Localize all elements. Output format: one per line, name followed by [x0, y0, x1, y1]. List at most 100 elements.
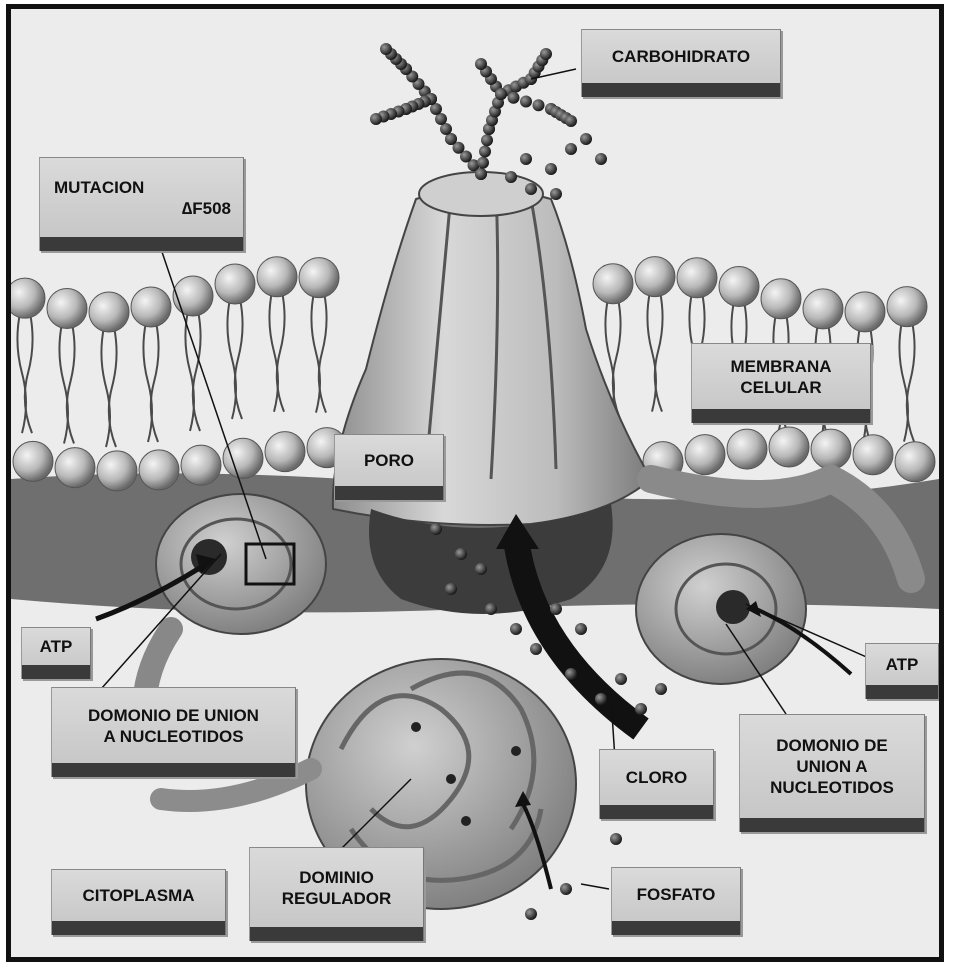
sugar-bead	[565, 115, 577, 127]
chloride-ion	[475, 563, 487, 575]
lipid-head	[803, 289, 843, 329]
chloride-ion	[545, 163, 557, 175]
lipid-head	[97, 451, 137, 491]
label-citoplasma: CITOPLASMA	[51, 869, 226, 935]
label-domain-left: DOMONIO DE UNION A NUCLEOTIDOS	[51, 687, 296, 777]
label-text: FOSFATO	[637, 884, 716, 905]
lipid-head	[257, 257, 297, 297]
sugar-bead	[477, 157, 489, 169]
label-text: ATP	[886, 654, 919, 675]
sugar-bead	[495, 88, 507, 100]
label-atp-left: ATP	[21, 627, 91, 679]
label-poro: PORO	[334, 434, 444, 500]
label-text: CLORO	[626, 767, 687, 788]
label-text: PORO	[364, 450, 414, 471]
lipid-head	[47, 288, 87, 328]
lipid-head	[181, 445, 221, 485]
label-atp-right: ATP	[865, 643, 939, 699]
label-text: MEMBRANA CELULAR	[730, 356, 831, 398]
lipid-head	[139, 450, 179, 490]
lipid-tail	[17, 313, 26, 433]
chloride-ion	[525, 183, 537, 195]
chloride-ion	[595, 693, 607, 705]
chloride-ion	[580, 133, 592, 145]
lipid-tail	[151, 322, 159, 442]
label-cloro: CLORO	[599, 749, 714, 819]
lipid-tail	[655, 292, 663, 412]
lipid-head	[727, 429, 767, 469]
lipid-head	[895, 442, 935, 482]
sugar-bead	[370, 113, 382, 125]
chloride-ion	[550, 603, 562, 615]
lipid-tail	[647, 292, 656, 412]
lipid-head	[719, 266, 759, 306]
chloride-ion	[530, 643, 542, 655]
lipid-tail	[269, 292, 278, 412]
label-text: CITOPLASMA	[82, 885, 194, 906]
label-carbohidrato: CARBOHIDRATO	[581, 29, 781, 97]
sugar-bead	[533, 99, 545, 111]
chloride-ion	[635, 703, 647, 715]
lipid-tail	[277, 292, 285, 412]
chloride-ion	[595, 153, 607, 165]
label-fosfato: FOSFATO	[611, 867, 741, 935]
chloride-ion	[615, 673, 627, 685]
chloride-ion	[505, 171, 517, 183]
lipid-head	[635, 257, 675, 297]
lipid-tail	[235, 299, 243, 419]
lipid-head	[11, 278, 45, 318]
lipid-head	[131, 287, 171, 327]
lipid-head	[299, 258, 339, 298]
lipid-tail	[311, 293, 320, 413]
label-text: CARBOHIDRATO	[612, 46, 750, 67]
lipid-tail	[227, 299, 236, 419]
lipid-head	[811, 429, 851, 469]
lipid-tail	[613, 299, 621, 419]
diagram-frame: CARBOHIDRATO MUTACION ∆F508 MEMBRANA CEL…	[6, 4, 944, 962]
sugar-bead	[475, 58, 487, 70]
sugar-bead	[380, 43, 392, 55]
label-text: MUTACION	[54, 177, 144, 198]
lipid-tail	[143, 322, 152, 442]
chloride-ion	[510, 623, 522, 635]
sugar-bead	[479, 146, 491, 158]
lipid-head	[593, 264, 633, 304]
chloride-ion	[565, 668, 577, 680]
label-text: DOMONIO DE UNION A NUCLEOTIDOS	[88, 705, 259, 747]
lipid-tail	[193, 311, 201, 431]
label-dominio-regulador: DOMINIO REGULADOR	[249, 847, 424, 941]
lipid-head	[685, 435, 725, 475]
chloride-ion	[445, 583, 457, 595]
lipid-tail	[899, 322, 908, 442]
lipid-tail	[25, 313, 33, 433]
label-text: DOMINIO REGULADOR	[282, 867, 392, 909]
lipid-head	[215, 264, 255, 304]
chloride-ion	[610, 833, 622, 845]
lipid-head	[853, 435, 893, 475]
lipid-head	[55, 448, 95, 488]
label-text: DOMONIO DE UNION A NUCLEOTIDOS	[770, 735, 894, 798]
carbohydrate-chains	[370, 43, 577, 180]
label-mutacion: MUTACION ∆F508	[39, 157, 244, 251]
chloride-ion	[520, 153, 532, 165]
chloride-ion	[550, 188, 562, 200]
sugar-bead	[475, 168, 487, 180]
chloride-ion	[655, 683, 667, 695]
label-text: ATP	[40, 636, 73, 657]
chloride-ion	[560, 883, 572, 895]
lipid-tail	[109, 327, 117, 447]
lipid-head	[887, 287, 927, 327]
chloride-ion	[565, 143, 577, 155]
lipid-head	[761, 279, 801, 319]
lipid-head	[89, 292, 129, 332]
mutation-code: ∆F508	[182, 198, 231, 219]
lipid-tail	[59, 323, 68, 443]
sugar-bead	[508, 92, 520, 104]
lipid-tail	[185, 311, 194, 431]
sugar-bead	[520, 96, 532, 108]
lipid-head	[173, 276, 213, 316]
chloride-ion	[430, 523, 442, 535]
lipid-head	[677, 258, 717, 298]
label-membrana-celular: MEMBRANA CELULAR	[691, 343, 871, 423]
lipid-head	[223, 438, 263, 478]
